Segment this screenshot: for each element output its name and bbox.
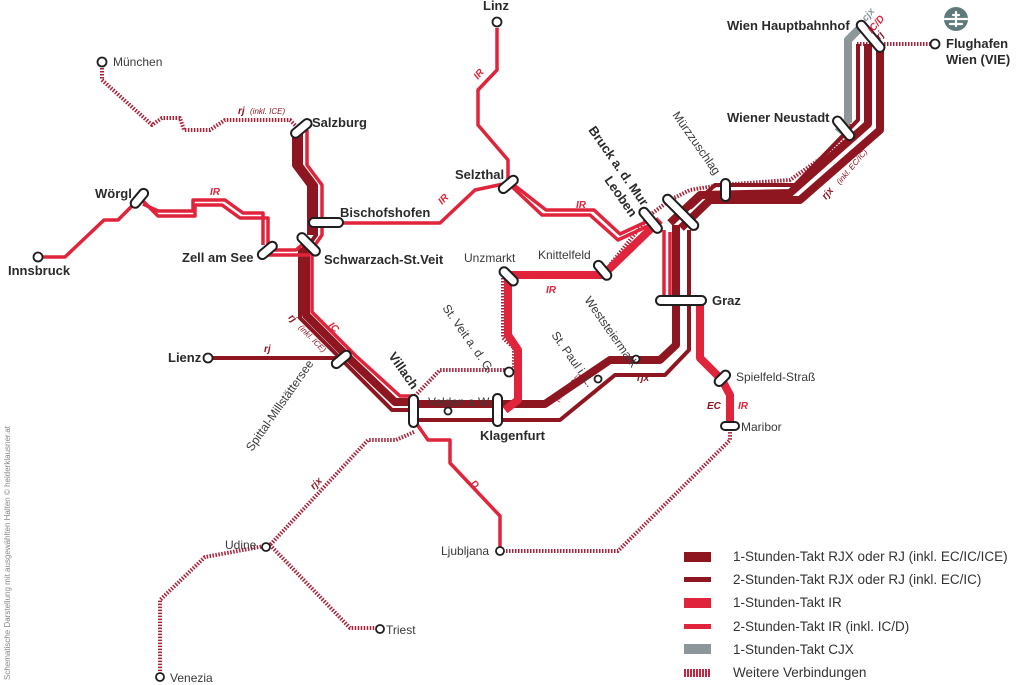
legend-label: 1-Stunden-Takt CJX — [733, 641, 854, 657]
svg-text:rjx: rjx — [637, 373, 650, 384]
label-spittal: Spittal-Millstättersee — [243, 357, 317, 454]
label-graz: Graz — [712, 293, 741, 308]
label-maribor: Maribor — [741, 420, 782, 434]
svg-text:(inkl. ICE): (inkl. ICE) — [250, 107, 285, 116]
svg-text:IR: IR — [738, 401, 749, 412]
svg-text:IR: IR — [210, 187, 221, 198]
svg-text:rj: rj — [238, 106, 245, 117]
label-selzthal: Selzthal — [455, 167, 504, 182]
label-woergl: Wörgl — [95, 186, 132, 201]
label-venezia: Venezia — [170, 671, 213, 685]
legend-swatch-cjx — [684, 644, 711, 655]
label-flughafen-vie: Wien (VIE) — [946, 52, 1010, 67]
legend-swatch-ir2 — [684, 623, 711, 629]
label-wien-hbf: Wien Hauptbahnhof — [727, 18, 850, 33]
svg-text:IR: IR — [546, 285, 557, 296]
label-knittelfeld: Knittelfeld — [538, 248, 591, 262]
svg-text:rj: rj — [286, 312, 299, 325]
svg-text:IR: IR — [472, 67, 487, 82]
svg-text:IR: IR — [576, 200, 587, 211]
svg-text:rj: rj — [264, 344, 271, 355]
svg-text:(inkl. ICE): (inkl. ICE) — [553, 372, 584, 403]
svg-text:D: D — [468, 478, 481, 491]
svg-text:rj: rj — [546, 395, 553, 406]
legend-label: 1-Stunden-Takt RJX oder RJ (inkl. EC/IC/… — [733, 549, 1008, 565]
legend-item-ir2: 2-Stunden-Takt IR (inkl. IC/D) — [684, 615, 1008, 638]
legend-item-cjx: 1-Stunden-Takt CJX — [684, 638, 1008, 661]
label-unzmarkt: Unzmarkt — [464, 251, 516, 265]
svg-text:IR: IR — [436, 192, 451, 207]
label-zell-am-see: Zell am See — [182, 250, 254, 265]
legend-swatch-rj2 — [684, 577, 711, 583]
legend-item-further: Weitere Verbindungen — [684, 661, 1008, 684]
legend-item-rj2: 2-Stunden-Takt RJX oder RJ (inkl. EC/IC) — [684, 568, 1008, 591]
line-rj-primary — [208, 44, 884, 422]
label-spielfeld: Spielfeld-Straß — [736, 370, 815, 384]
label-ljubljana: Ljubljana — [441, 544, 489, 558]
legend-label: 1-Stunden-Takt IR — [733, 595, 842, 611]
label-udine: Udine — [225, 538, 257, 552]
legend-swatch-rj1 — [684, 551, 711, 562]
svg-text:rjx: rjx — [820, 185, 837, 202]
label-salzburg: Salzburg — [312, 115, 367, 130]
stations — [32, 16, 941, 682]
label-wiener-neustadt: Wiener Neustadt — [727, 110, 830, 125]
airplane-icon — [943, 7, 969, 31]
label-linz: Linz — [483, 0, 509, 13]
label-klagenfurt: Klagenfurt — [480, 428, 546, 443]
label-flughafen: Flughafen — [946, 36, 1008, 51]
legend-label: 2-Stunden-Takt IR (inkl. IC/D) — [733, 618, 910, 634]
label-st-veit: St. Veit a. d. G. — [440, 302, 498, 376]
legend-label: Weitere Verbindungen — [733, 665, 867, 681]
label-triest: Triest — [386, 623, 416, 637]
credit-text: Schematische Darstellung mit ausgewählte… — [3, 425, 12, 680]
legend: 1-Stunden-Takt RJX oder RJ (inkl. EC/IC/… — [684, 545, 1008, 684]
legend-swatch-further — [684, 668, 711, 677]
label-velden: Velden a.W. — [428, 395, 492, 409]
legend-swatch-ir1 — [684, 597, 711, 608]
legend-item-ir1: 1-Stunden-Takt IR — [684, 591, 1008, 614]
label-lienz: Lienz — [168, 350, 202, 365]
legend-label: 2-Stunden-Takt RJX oder RJ (inkl. EC/IC) — [733, 572, 982, 588]
label-bischofshofen: Bischofshofen — [340, 205, 430, 220]
line-ir — [38, 28, 734, 551]
label-muenchen: München — [113, 55, 162, 69]
legend-item-rj1: 1-Stunden-Takt RJX oder RJ (inkl. EC/IC/… — [684, 545, 1008, 568]
label-muerzzuschlag: Mürzzuschlag — [670, 109, 724, 178]
label-schwarzach: Schwarzach-St.Veit — [324, 252, 444, 267]
label-innsbruck: Innsbruck — [8, 263, 71, 278]
svg-text:EC: EC — [707, 401, 722, 412]
